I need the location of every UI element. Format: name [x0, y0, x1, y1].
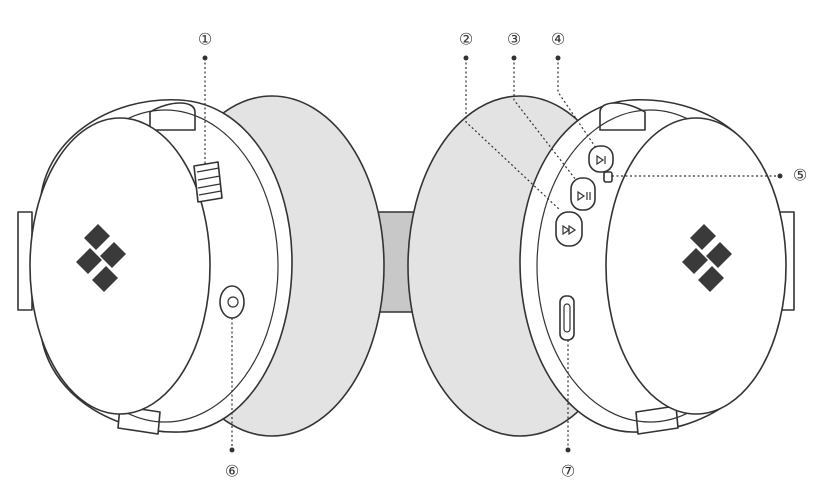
- callout-2: ②: [459, 30, 473, 49]
- leader-3: [513, 58, 577, 181]
- left-logo-icon: [76, 224, 126, 292]
- callout-1-label: ①: [198, 30, 212, 49]
- callout-6-label: ⑥: [225, 462, 239, 481]
- play-pause-button: [570, 177, 596, 211]
- callout-2-label: ②: [459, 30, 473, 49]
- audio-jack: [219, 285, 245, 319]
- callout-3: ③: [507, 30, 521, 49]
- callout-5: ⑤: [793, 166, 807, 185]
- callout-5-label: ⑤: [793, 166, 807, 185]
- leader-2: [465, 58, 561, 211]
- previous-track-button: [588, 145, 614, 173]
- callout-6: ⑥: [225, 462, 239, 481]
- right-ear-cup: [407, 95, 795, 437]
- right-top-clip: [599, 102, 646, 131]
- callout-1: ①: [198, 30, 212, 49]
- left-faceplate: [29, 117, 211, 415]
- callout-3-label: ③: [507, 30, 521, 49]
- right-bottom-clip: [635, 405, 679, 435]
- callout-4-label: ④: [551, 30, 565, 49]
- right-logo-icon: [682, 224, 732, 292]
- callout-7: ⑦: [561, 462, 575, 481]
- next-track-button: [555, 211, 583, 247]
- usb-c-port: [559, 295, 575, 341]
- volume-wheel: [193, 161, 223, 203]
- callout-4: ④: [551, 30, 565, 49]
- callout-7-label: ⑦: [561, 462, 575, 481]
- led-indicator: [603, 171, 613, 183]
- leader-lines: [202, 55, 783, 453]
- left-ear-cup: [17, 95, 385, 437]
